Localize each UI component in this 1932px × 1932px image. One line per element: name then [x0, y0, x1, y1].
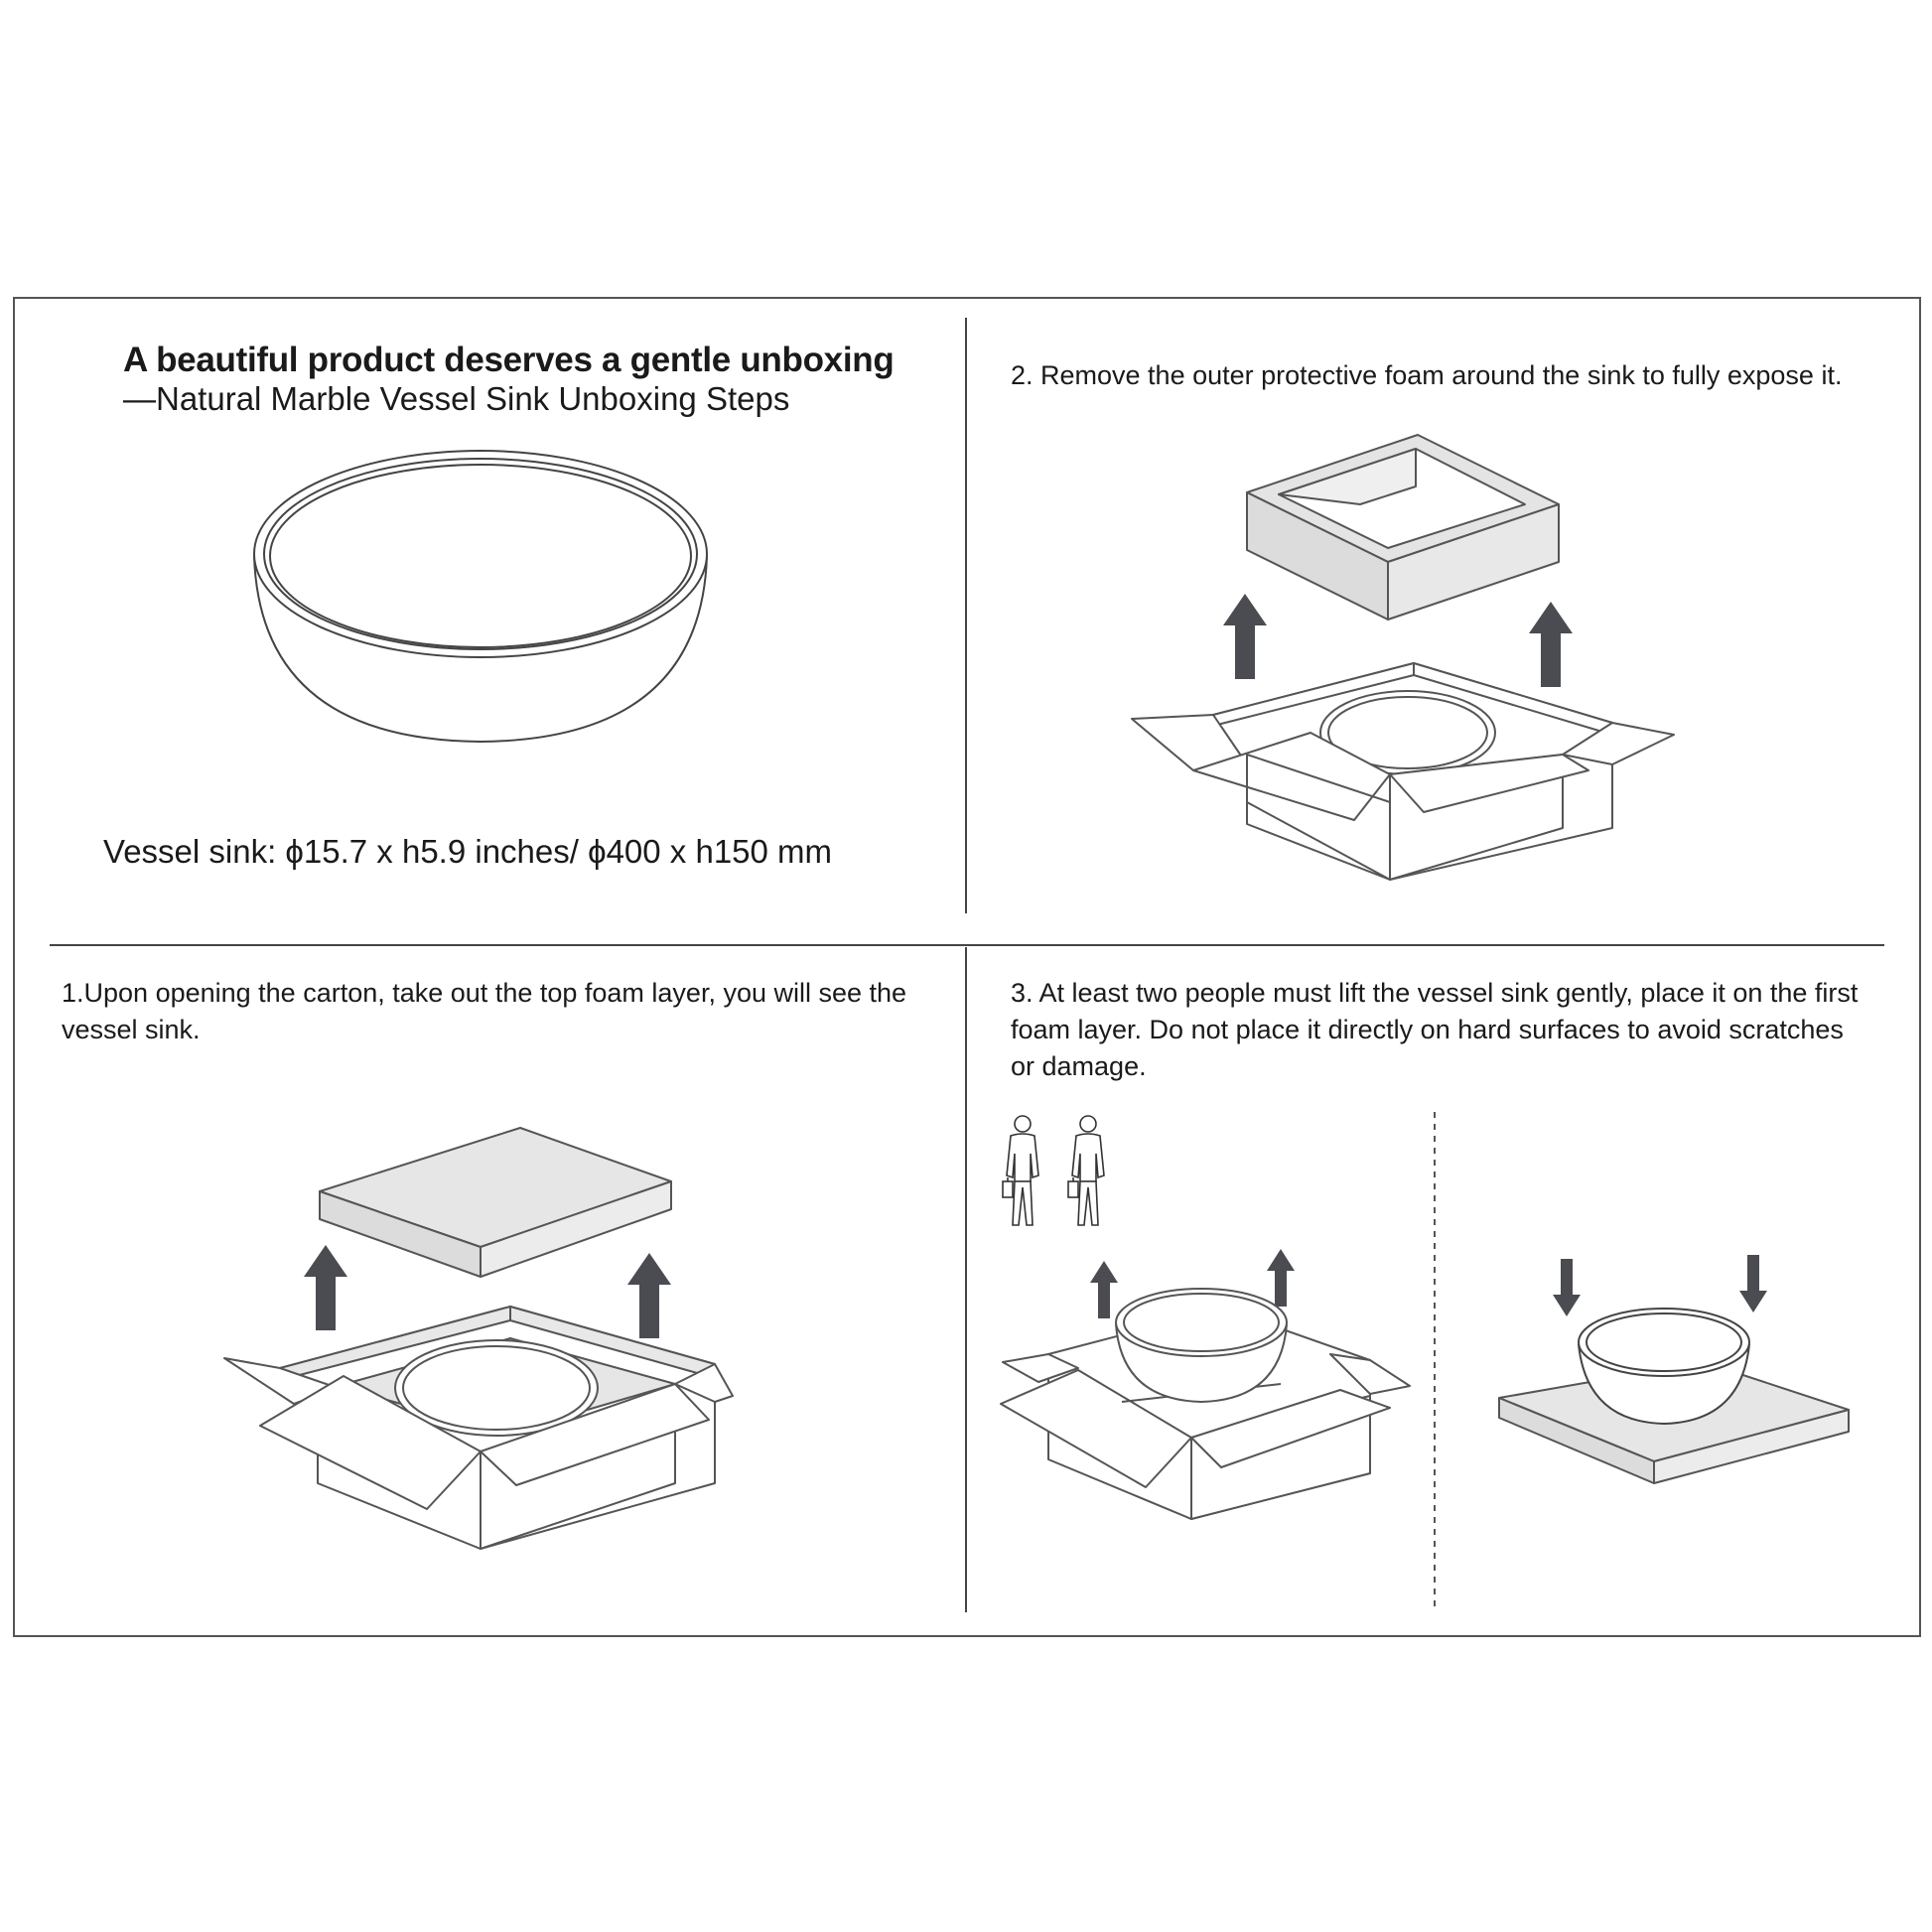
foam-ring [1246, 434, 1560, 621]
vessel-sink-illustration [253, 450, 708, 744]
step-2-text: 2. Remove the outer protective foam arou… [1011, 360, 1843, 390]
step3-place-illustration [1498, 1255, 1850, 1484]
vessel-sink [1578, 1308, 1750, 1426]
step3-lift-illustration [1000, 1115, 1411, 1520]
step-1-text: 1.Upon opening the carton, take out the … [62, 978, 907, 1044]
page-subtitle: —Natural Marble Vessel Sink Unboxing Ste… [123, 380, 790, 417]
step1-illustration [223, 1127, 734, 1550]
open-carton [1131, 662, 1675, 881]
top-foam-layer [319, 1127, 672, 1278]
sheet-border [13, 297, 1921, 1637]
open-carton [1000, 1288, 1411, 1520]
page-title: A beautiful product deserves a gentle un… [123, 341, 895, 379]
step2-illustration [1131, 434, 1675, 881]
product-spec: Vessel sink: ϕ15.7 x h5.9 inches/ ϕ400 x… [103, 833, 833, 870]
open-carton [223, 1306, 734, 1550]
step-3-text: 3. At least two people must lift the ves… [1011, 978, 1859, 1081]
